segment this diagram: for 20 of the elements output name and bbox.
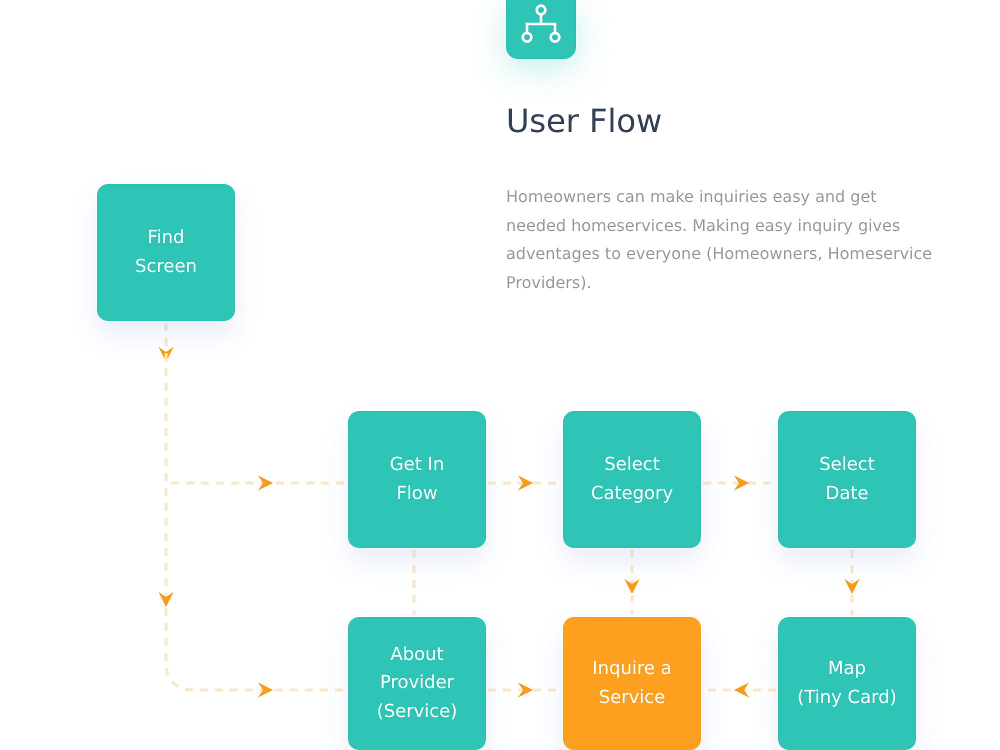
arrow bbox=[158, 323, 346, 698]
description-text: Homeowners can make inquiries easy and get needed homeservices. Making easy inquiry gives adventages to everyone (Homeowners, Homeservice Providers). bbox=[506, 186, 934, 294]
step-label: Map (Tiny Card) bbox=[797, 657, 897, 710]
step-label: Get In Flow bbox=[390, 453, 444, 506]
process-box bbox=[563, 617, 701, 750]
step-label: Find Screen bbox=[135, 226, 197, 278]
process-box bbox=[348, 617, 486, 750]
connector-line bbox=[412, 550, 416, 615]
step-label: About Provider (Service) bbox=[376, 642, 458, 724]
process-box bbox=[778, 617, 916, 750]
process-box bbox=[778, 411, 916, 548]
process-box bbox=[348, 411, 486, 548]
arrow bbox=[844, 550, 860, 615]
step-label: Select Date bbox=[819, 453, 875, 506]
arrow bbox=[624, 550, 640, 615]
title: User Flow bbox=[506, 101, 662, 141]
step-label: Select Category bbox=[590, 453, 674, 506]
step-label: Inquire a Service bbox=[592, 657, 672, 710]
process-box bbox=[97, 184, 235, 321]
process-box bbox=[563, 411, 701, 548]
